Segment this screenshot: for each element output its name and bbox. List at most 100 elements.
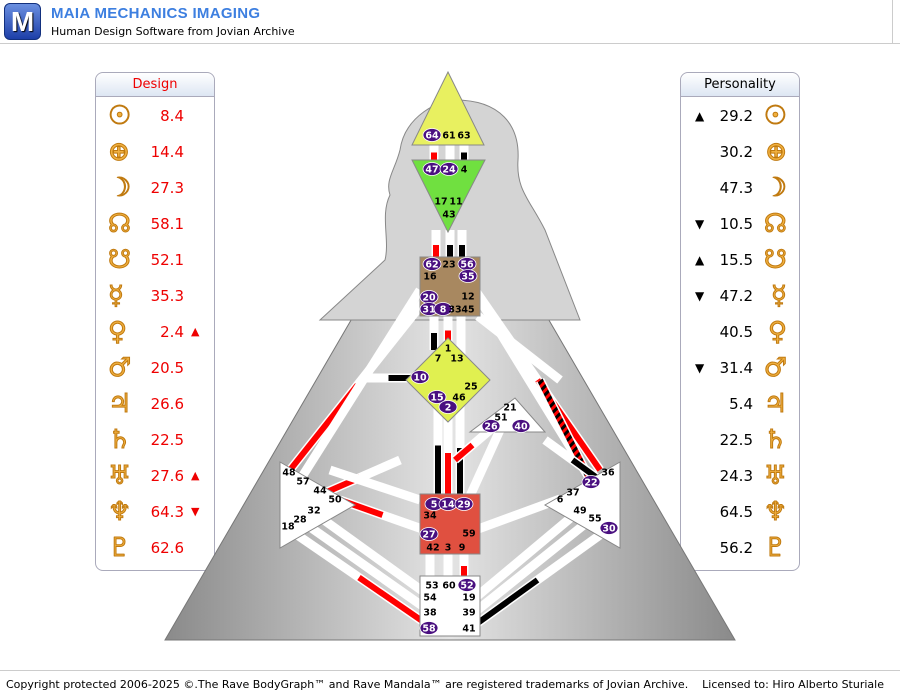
active-gate-marker — [422, 128, 442, 142]
uranus-icon: ♅ — [763, 461, 787, 492]
design-gate-value: 62.6 — [150, 539, 184, 557]
design-gate-value: 27.6 — [150, 467, 184, 485]
design-row[interactable]: ♂ 20.5 — [96, 350, 214, 386]
gate-2: 2 — [445, 403, 452, 414]
gate-44: 44 — [313, 486, 327, 497]
active-gate-marker — [599, 521, 619, 535]
design-gate-value: 20.5 — [150, 359, 184, 377]
personality-row[interactable]: ♅ 24.3 — [681, 458, 799, 494]
mercury-icon: ☿ — [108, 281, 125, 312]
design-row[interactable]: ☉ 8.4 — [96, 98, 214, 134]
gate-31: 31 — [422, 305, 435, 316]
personality-gate-value: 15.5 — [719, 251, 753, 269]
mercury-icon: ☿ — [771, 281, 788, 312]
personality-row[interactable]: ☋ 15.5 ▲ — [681, 242, 799, 278]
design-row[interactable]: ☋ 52.1 — [96, 242, 214, 278]
personality-row[interactable]: ♀ 40.5 — [681, 314, 799, 350]
arrow-icon: ▼ — [695, 217, 705, 231]
gate-13: 13 — [450, 354, 463, 365]
personality-gate-value: 10.5 — [719, 215, 753, 233]
personality-gate-value: 40.5 — [719, 323, 753, 341]
south-node-icon: ☋ — [107, 245, 132, 276]
gate-5: 5 — [431, 500, 438, 511]
design-gate-value: 35.3 — [150, 287, 184, 305]
personality-gate-value: 31.4 — [719, 359, 753, 377]
gate-37: 37 — [566, 488, 579, 499]
design-row[interactable]: ♀ 2.4 ▲ — [96, 314, 214, 350]
design-gate-value: 64.3 — [150, 503, 184, 521]
gate-22: 22 — [584, 478, 597, 489]
personality-row[interactable]: ♂ 31.4 ▼ — [681, 350, 799, 386]
design-row[interactable]: ♆ 64.3 ▼ — [96, 494, 214, 530]
gate-46: 46 — [452, 393, 466, 404]
personality-row[interactable]: ☊ 10.5 ▼ — [681, 206, 799, 242]
app-header: M MAIA MECHANICS IMAGING Human Design So… — [0, 0, 900, 44]
personality-gate-value: 24.3 — [719, 467, 753, 485]
gate-48: 48 — [282, 468, 296, 479]
design-gate-value: 58.1 — [150, 215, 184, 233]
gate-41: 41 — [462, 624, 475, 635]
arrow-icon: ▼ — [695, 289, 705, 303]
active-gate-marker — [419, 527, 439, 541]
active-gate-marker — [454, 497, 474, 511]
channel — [475, 312, 563, 384]
active-gate-marker — [410, 370, 430, 384]
personality-row[interactable]: ♆ 64.5 — [681, 494, 799, 530]
venus-icon: ♀ — [767, 317, 787, 348]
gate-40: 40 — [514, 422, 528, 433]
design-row[interactable]: ♄ 22.5 — [96, 422, 214, 458]
personality-row[interactable]: ⊕ 30.2 — [681, 134, 799, 170]
arrow-icon: ▼ — [191, 505, 200, 518]
gate-51: 51 — [494, 413, 507, 424]
design-row[interactable]: ♃ 26.6 — [96, 386, 214, 422]
ajna-center — [411, 159, 486, 234]
design-gate-value: 2.4 — [160, 323, 184, 341]
personality-row[interactable]: ☿ 47.2 ▼ — [681, 278, 799, 314]
gate-27: 27 — [422, 530, 435, 541]
gate-28: 28 — [293, 515, 307, 526]
neptune-icon: ♆ — [763, 497, 787, 528]
design-row[interactable]: ☽ 27.3 — [96, 170, 214, 206]
active-gate-marker — [511, 419, 531, 433]
gate-57: 57 — [296, 477, 309, 488]
channel — [465, 428, 505, 498]
design-gate-value: 22.5 — [150, 431, 184, 449]
personality-row[interactable]: ♇ 56.2 — [681, 530, 799, 566]
copyright-text: Copyright protected 2006-2025 ©.The Rave… — [6, 678, 689, 691]
gate-11: 11 — [449, 197, 462, 208]
personality-panel: Personality ☉ 29.2 ▲⊕ 30.2 ☽ 47.3 ☊ 10.5… — [680, 72, 800, 571]
gate-43: 43 — [442, 210, 455, 221]
design-row[interactable]: ☿ 35.3 — [96, 278, 214, 314]
design-row[interactable]: ☊ 58.1 — [96, 206, 214, 242]
personality-row[interactable]: ☽ 47.3 — [681, 170, 799, 206]
gate-55: 55 — [588, 514, 601, 525]
gate-50: 50 — [328, 495, 342, 506]
personality-row[interactable]: ♃ 5.4 — [681, 386, 799, 422]
personality-gate-value: 64.5 — [719, 503, 753, 521]
gate-54: 54 — [423, 593, 437, 604]
gate-3: 3 — [445, 543, 452, 554]
gate-59: 59 — [462, 529, 475, 540]
channel-activation — [357, 575, 430, 628]
personality-panel-title: Personality — [681, 73, 799, 97]
channel — [307, 506, 431, 599]
channel — [296, 287, 424, 483]
active-gate-marker — [433, 302, 453, 316]
design-row[interactable]: ♇ 62.6 — [96, 530, 214, 566]
personality-gate-value: 47.3 — [719, 179, 753, 197]
gate-29: 29 — [457, 500, 470, 511]
design-row[interactable]: ⊕ 14.4 — [96, 134, 214, 170]
gate-39: 39 — [462, 608, 475, 619]
arrow-icon: ▲ — [191, 325, 200, 338]
gate-18: 18 — [281, 522, 295, 533]
design-row[interactable]: ♅ 27.6 ▲ — [96, 458, 214, 494]
channel-activation — [473, 577, 540, 628]
personality-row[interactable]: ♄ 22.5 — [681, 422, 799, 458]
gate-35: 35 — [461, 272, 474, 283]
gate-19: 19 — [462, 593, 475, 604]
moon-icon: ☽ — [763, 173, 787, 204]
gate-4: 4 — [461, 165, 468, 176]
gate-1: 1 — [445, 344, 452, 355]
personality-row[interactable]: ☉ 29.2 ▲ — [681, 98, 799, 134]
gate-60: 60 — [442, 581, 456, 592]
